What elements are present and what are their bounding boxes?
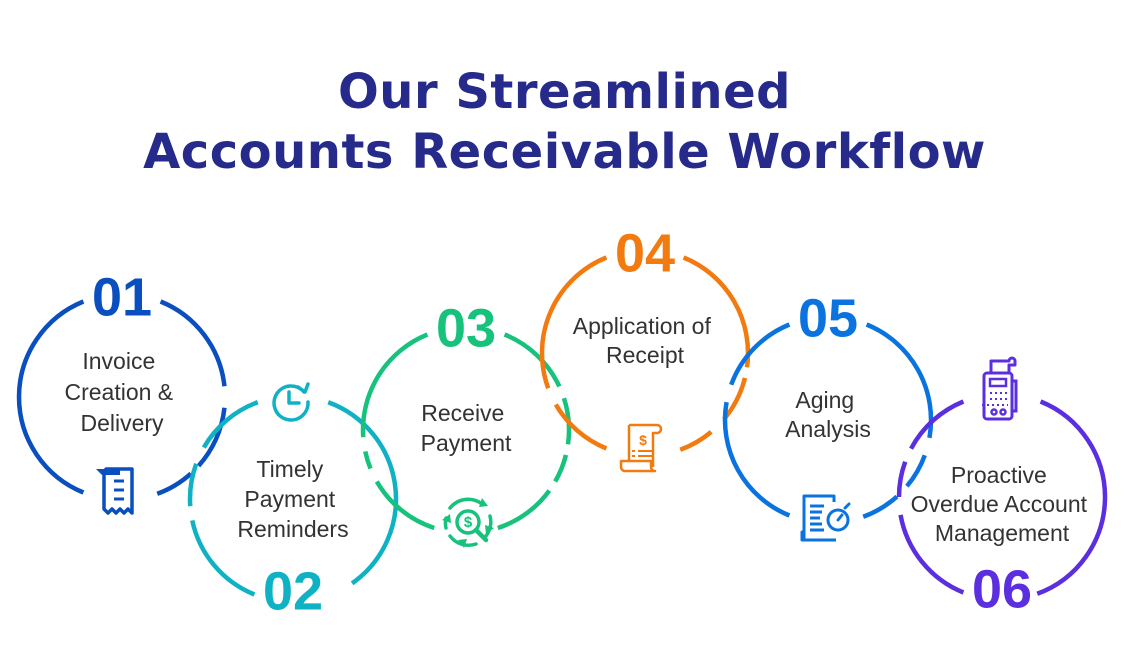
step-label: Proactive Overdue Account Management (911, 462, 1094, 546)
step-number: 01 (92, 267, 152, 327)
step-label: Receive Payment (421, 400, 512, 456)
step-4: 04 Application of Receipt $ (539, 223, 751, 473)
dollar-search-cycle-icon: $ (442, 497, 494, 548)
step-number: 03 (436, 298, 496, 358)
step-label: Application of Receipt (573, 313, 717, 368)
step-ring (722, 322, 934, 519)
title-line-2: Accounts Receivable Workflow (143, 124, 986, 180)
step-3: 03 Receive Payment $ (360, 298, 572, 548)
step-label: Invoice Creation & Delivery (64, 348, 179, 436)
step-number: 04 (615, 223, 675, 283)
step-ring (539, 255, 751, 452)
step-label: Aging Analysis (785, 387, 871, 442)
document-stopwatch-icon (800, 494, 851, 542)
svg-text:$: $ (639, 432, 647, 448)
step-number: 06 (972, 559, 1032, 619)
step-2: 02 Timely Payment Reminders (187, 382, 399, 621)
step-number: 02 (263, 561, 323, 621)
step-5: 05 Aging Analysis (722, 288, 934, 542)
receipt-icon (96, 467, 134, 515)
step-ring (187, 400, 399, 597)
step-1: 01 Invoice Creation & Delivery (16, 267, 227, 515)
step-ring (16, 299, 227, 496)
title-line-1: Our Streamlined (338, 64, 791, 120)
step-ring (360, 332, 572, 531)
dollar-scroll-icon: $ (619, 423, 663, 473)
step-ring (896, 399, 1108, 596)
step-label: Timely Payment Reminders (237, 456, 348, 542)
clock-refresh-icon (272, 382, 310, 422)
step-6: 06 Proactive Overdue Account Management (896, 356, 1108, 619)
page-title: Our Streamlined Accounts Receivable Work… (0, 62, 1129, 182)
svg-text:$: $ (464, 514, 473, 531)
payment-terminal-icon (982, 356, 1018, 421)
step-number: 05 (798, 288, 858, 348)
